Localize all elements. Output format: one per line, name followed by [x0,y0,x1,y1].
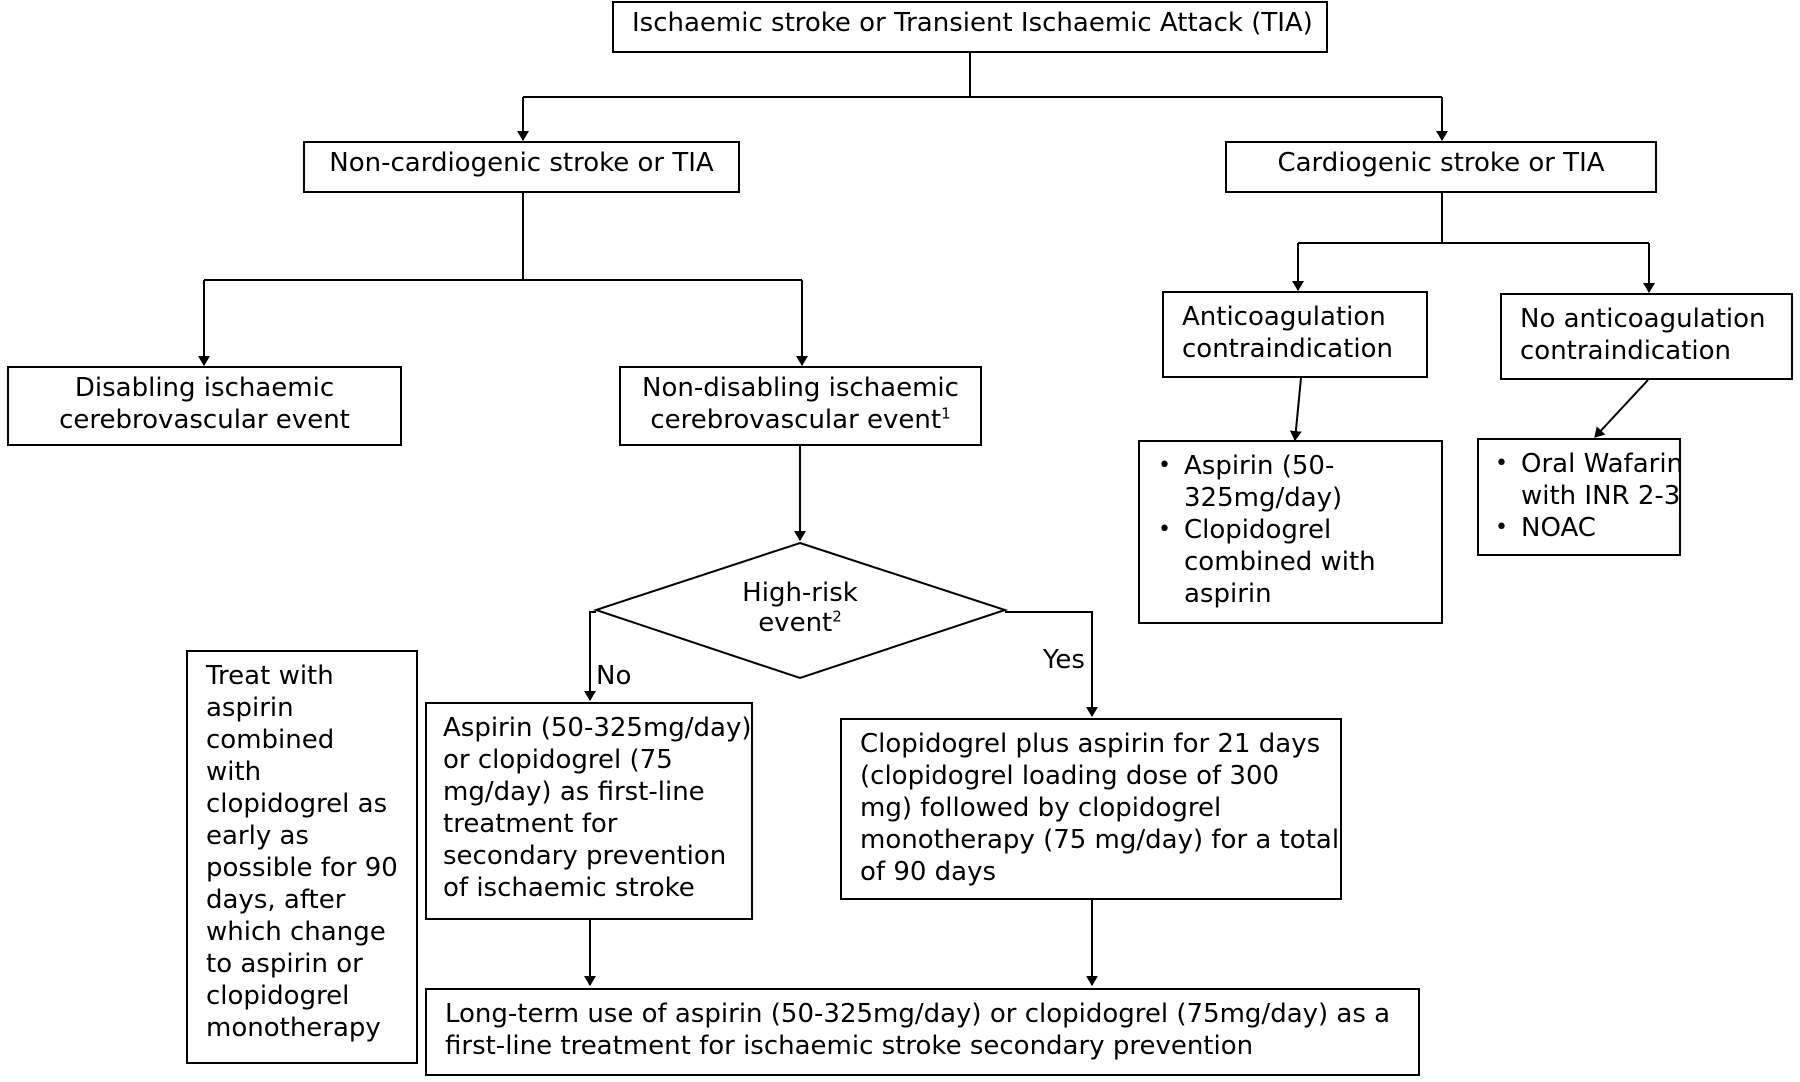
high-risk-line2: event [758,608,833,638]
list-item-line: aspirin [1184,579,1272,609]
arrow-no-branch [584,611,596,701]
disabling-treatment-line: aspirin [206,693,294,723]
list-item-line: 325mg/day) [1184,483,1343,513]
list-item-line: Clopidogrel [1184,515,1332,545]
arrow-to-contra-treatment [1289,377,1302,441]
footnote-marker-2: 2 [832,607,842,626]
yes-branch-line: mg) followed by clopidogrel [860,793,1222,823]
arrow-yes-branch [1005,611,1098,717]
non-disabling-node: Non-disabling ischaemic cerebrovascular … [619,366,982,446]
non-disabling-node-line1: Non-disabling ischaemic [642,373,959,403]
list-item-line: Aspirin (50- [1184,451,1335,481]
no-contra-treatment-node: Oral Wafarin with INR 2-3 NOAC [1477,438,1684,556]
arrow-to-no-contra-treatment [1594,379,1649,438]
high-risk-label: High-risk event2 [700,578,900,638]
no-anticoag-contra-line1: No anticoagulation [1520,304,1766,334]
disabling-node: Disabling ischaemic cerebrovascular even… [7,366,402,446]
root-node: Ischaemic stroke or Transient Ischaemic … [612,1,1328,53]
no-branch-line: treatment for [443,809,618,839]
list-item: NOAC [1491,512,1671,544]
no-branch-line: of ischaemic stroke [443,873,695,903]
disabling-treatment-line: monotherapy [206,1013,381,1043]
non-disabling-node-line2-wrap: cerebrovascular event1 [639,404,962,436]
disabling-treatment-line: to aspirin or [206,949,363,979]
no-branch-line: or clopidogrel (75 [443,745,673,775]
anticoag-contra-line2: contraindication [1182,334,1393,364]
disabling-treatment-line: which change [206,917,386,947]
no-branch-treatment-node: Aspirin (50-325mg/day) or clopidogrel (7… [425,702,753,920]
disabling-treatment-line: days, after [206,885,346,915]
no-branch-line: Aspirin (50-325mg/day) [443,713,752,743]
disabling-treatment-line: clopidogrel as [206,789,388,819]
no-anticoag-contra-line2: contraindication [1520,336,1731,366]
high-risk-line2-wrap: event2 [700,608,900,638]
edge-label-yes: Yes [1043,645,1085,675]
list-item: Oral Wafarin with INR 2-3 [1491,448,1684,512]
disabling-node-line2: cerebrovascular event [59,405,350,435]
contra-treatment-list: Aspirin (50- 325mg/day) Clopidogrel comb… [1154,450,1431,610]
yes-branch-line: monotherapy (75 mg/day) for a total [860,825,1340,855]
long-term-line: Long-term use of aspirin (50-325mg/day) … [445,999,1391,1029]
disabling-node-line1: Disabling ischaemic [74,373,335,403]
disabling-treatment-line: Treat with [206,661,334,691]
list-item-line: Oral Wafarin [1521,449,1684,479]
yes-branch-treatment-node: Clopidogrel plus aspirin for 21 days (cl… [840,718,1342,900]
disabling-treatment-line: possible for 90 [206,853,398,883]
no-contra-treatment-list: Oral Wafarin with INR 2-3 NOAC [1491,448,1684,544]
disabling-treatment-node: Treat with aspirin combined with clopido… [186,650,418,1064]
list-item: Clopidogrel combined with aspirin [1154,514,1431,610]
list-item: Aspirin (50- 325mg/day) [1154,450,1431,514]
no-anticoag-contra-node: No anticoagulation contraindication [1500,293,1793,380]
no-branch-line: secondary prevention [443,841,727,871]
anticoag-contra-line1: Anticoagulation [1182,302,1386,332]
yes-branch-line: (clopidogrel loading dose of 300 [860,761,1280,791]
cardiogenic-node-text: Cardiogenic stroke or TIA [1277,148,1605,178]
contra-treatment-node: Aspirin (50- 325mg/day) Clopidogrel comb… [1138,440,1443,624]
list-item-line: combined with [1184,547,1376,577]
disabling-treatment-line: with [206,757,262,787]
list-item-line: with INR 2-3 [1521,481,1681,511]
non-cardiogenic-node-text: Non-cardiogenic stroke or TIA [329,148,714,178]
disabling-treatment-line: combined [206,725,335,755]
high-risk-line1: High-risk [742,578,858,608]
cardiogenic-node: Cardiogenic stroke or TIA [1225,141,1657,193]
list-item-line: NOAC [1521,513,1596,543]
disabling-treatment-line: early as [206,821,309,851]
yes-branch-line: Clopidogrel plus aspirin for 21 days [860,729,1321,759]
long-term-node: Long-term use of aspirin (50-325mg/day) … [425,988,1420,1076]
yes-branch-line: of 90 days [860,857,997,887]
no-branch-line: mg/day) as first-line [443,777,705,807]
high-risk-decision-diamond [592,541,1009,680]
edge-label-no: No [596,661,632,691]
non-cardiogenic-node: Non-cardiogenic stroke or TIA [303,141,740,193]
long-term-line: first-line treatment for ischaemic strok… [445,1031,1254,1061]
anticoag-contra-node: Anticoagulation contraindication [1162,291,1428,378]
non-disabling-node-line2: cerebrovascular event [650,405,942,435]
disabling-treatment-line: clopidogrel [206,981,350,1011]
footnote-marker-1: 1 [941,404,951,423]
root-node-text: Ischaemic stroke or Transient Ischaemic … [632,8,1313,38]
